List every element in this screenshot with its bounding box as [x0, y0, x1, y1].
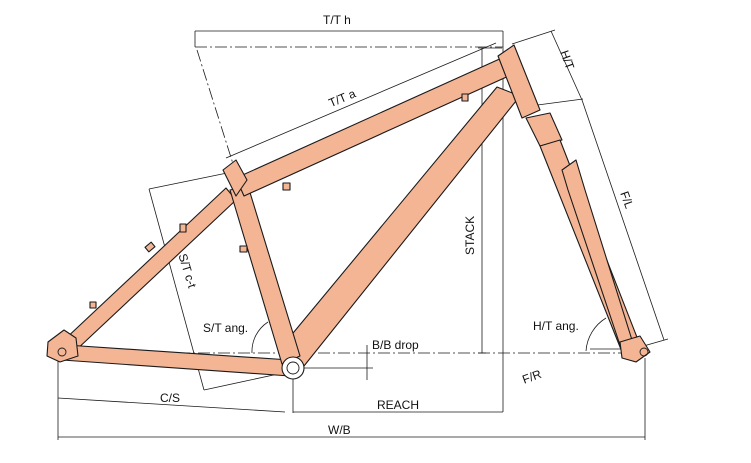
label-cs: C/S: [160, 391, 180, 405]
seat-tube: [229, 185, 301, 365]
head-tube: [497, 44, 541, 119]
label-bb-drop: B/B drop: [372, 338, 419, 352]
label-stack: STACK: [463, 216, 477, 255]
label-tt-h: T/T h: [323, 13, 351, 27]
down-tube: [278, 86, 521, 367]
label-wb: W/B: [328, 423, 351, 437]
chain-stay: [61, 344, 291, 377]
label-reach: REACH: [377, 398, 419, 412]
seat-collar: [222, 159, 248, 197]
label-ht-ang: H/T ang.: [533, 319, 579, 333]
label-fl: F/L: [617, 189, 636, 210]
label-tt-a: T/T a: [327, 86, 358, 110]
bottom-bracket: [281, 356, 305, 380]
fork-crown: [525, 112, 563, 147]
label-st-ang: S/T ang.: [203, 321, 248, 335]
bike-frame: [46, 44, 651, 380]
label-st-ct: S/T c-t: [176, 252, 200, 290]
rear-dropout: [46, 329, 79, 363]
label-fr: F/R: [520, 367, 543, 387]
label-ht: H/T: [557, 48, 577, 72]
fork-lower: [561, 159, 633, 346]
